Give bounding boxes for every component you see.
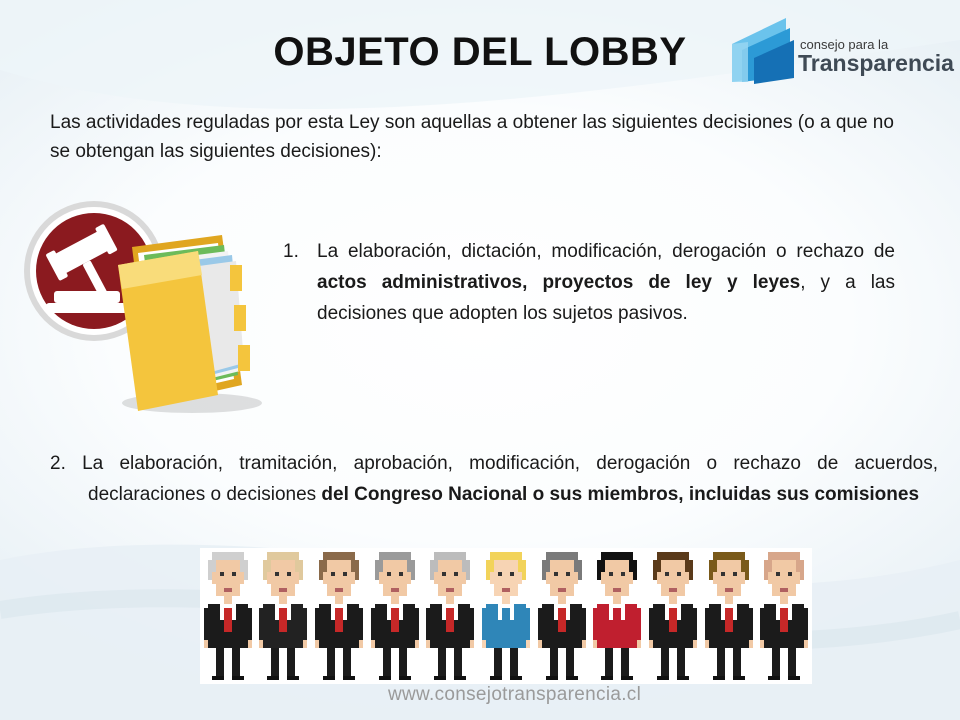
logo-text-small: consejo para la xyxy=(800,37,889,52)
pixel-person xyxy=(203,552,252,680)
illustration xyxy=(24,201,262,413)
list-item-number: 1. xyxy=(283,241,299,262)
pixel-person xyxy=(704,552,753,680)
congress-members-illustration xyxy=(200,548,812,684)
footer-url: www.consejotransparencia.cl xyxy=(388,684,642,705)
list-item-number: 2. xyxy=(50,453,66,474)
item-text-before: La elaboración, tramitación, aprobación,… xyxy=(65,453,938,505)
item-text-bold: del Congreso Nacional o sus miembros, in… xyxy=(321,484,920,505)
pixel-person xyxy=(259,552,308,680)
intro-paragraph: Las actividades reguladas por esta Ley s… xyxy=(50,112,894,162)
logo-mark-icon xyxy=(732,18,794,84)
item-text-bold: actos administrativos, proyectos de ley … xyxy=(317,272,801,293)
logo-text-big: Transparencia xyxy=(798,50,954,76)
list-item-2: 2. La elaboración, tramitación, aprobaci… xyxy=(50,448,938,510)
pixel-person xyxy=(315,552,364,680)
pixel-person xyxy=(648,552,697,680)
list-item-1: 1. La elaboración, dictación, modificaci… xyxy=(283,236,895,329)
folder-icon xyxy=(118,235,262,413)
item-text-before: La elaboración, dictación, modificación,… xyxy=(317,241,895,262)
list-item-text: La elaboración, dictación, modificación,… xyxy=(317,236,895,329)
item-text-after: , y a las decisiones que adopten los suj… xyxy=(317,272,895,324)
pixel-person xyxy=(537,552,586,680)
pixel-person xyxy=(593,552,642,680)
consejo-transparencia-logo: consejo para la Transparencia xyxy=(728,14,954,86)
pixel-person xyxy=(370,552,419,680)
page-title: OBJETO DEL LOBBY xyxy=(273,30,687,74)
pixel-person xyxy=(426,552,475,680)
pixel-person xyxy=(482,552,530,680)
pixel-person xyxy=(760,552,809,680)
